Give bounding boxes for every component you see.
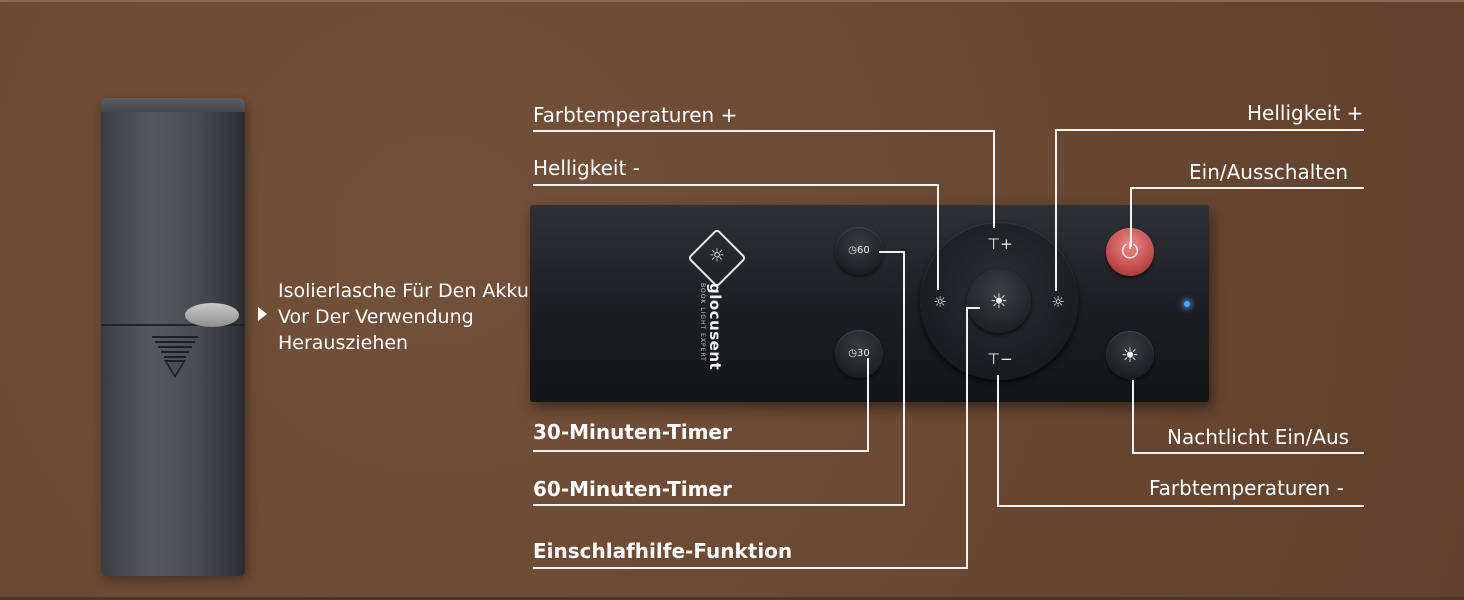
leader-sleep-aid-v <box>966 307 968 569</box>
leader-sleep-aid <box>533 567 968 569</box>
leader-color-temp-plus <box>533 130 995 132</box>
leader-color-temp-minus <box>997 505 1364 507</box>
leader-brightness-plus <box>1055 129 1364 131</box>
brightness-minus-button[interactable]: ☼ <box>933 293 947 311</box>
leader-brightness-minus <box>533 184 939 186</box>
open-arrow-icon <box>164 360 186 378</box>
leader-color-temp-minus-v <box>997 375 999 507</box>
label-color-temp-plus: Farbtemperaturen + <box>533 103 738 127</box>
clock-icon: ◷ <box>848 245 857 256</box>
label-timer30: 30-Minuten-Timer <box>533 420 732 444</box>
top-border <box>0 0 1464 2</box>
timer-60-button[interactable]: ◷60 <box>835 227 883 275</box>
leader-timer30 <box>533 450 869 452</box>
remote-top-cap <box>101 98 245 112</box>
brand-name: glocusent <box>706 283 724 371</box>
label-sleep-aid: Einschlafhilfe-Funktion <box>533 539 793 563</box>
leader-timer30-v <box>867 358 869 452</box>
battery-note: Isolierlasche Für Den Akku Vor Der Verwe… <box>278 278 529 356</box>
leader-brightness-minus-v <box>937 184 939 290</box>
label-brightness-plus: Helligkeit + <box>1247 101 1364 125</box>
pointer-triangle-icon <box>258 307 267 321</box>
leader-power-v <box>1130 187 1132 247</box>
power-icon: ⏻ <box>1121 239 1139 264</box>
leader-timer60-v <box>903 251 905 506</box>
label-color-temp-minus: Farbtemperaturen - <box>1149 476 1344 500</box>
leader-sleep-aid-h <box>966 307 980 309</box>
leader-power <box>1130 187 1364 189</box>
leader-brightness-plus-v <box>1055 129 1057 291</box>
battery-note-line1: Isolierlasche Für Den Akku <box>278 280 529 302</box>
night-light-icon: ☀ <box>1121 343 1139 367</box>
timer-60-label: 60 <box>857 245 870 256</box>
label-brightness-minus: Helligkeit - <box>533 156 640 180</box>
color-temp-minus-button[interactable]: ⊤− <box>987 350 1013 368</box>
clock-icon: ◷ <box>848 348 857 359</box>
sun-icon: ☼ <box>708 245 726 267</box>
remote-side-view <box>101 98 245 576</box>
color-temp-plus-button[interactable]: ⊤+ <box>987 235 1013 253</box>
timer-30-label: 30 <box>857 348 870 359</box>
leader-night-light <box>1132 452 1364 454</box>
battery-cover-grip <box>151 336 199 361</box>
timer-30-button[interactable]: ◷30 <box>835 330 883 378</box>
leader-color-temp-plus-v <box>993 130 995 228</box>
remote-front-view: ☼ glocusent BOOK LIGHT EXPERT ◷60 ◷30 ⊤+… <box>530 205 1209 402</box>
leader-night-light-v <box>1132 380 1134 454</box>
bottom-border <box>0 597 1464 600</box>
night-light-button[interactable]: ☀ <box>1106 331 1154 379</box>
insulation-tab <box>185 303 239 327</box>
leader-timer60-h <box>879 251 905 253</box>
brightness-plus-button[interactable]: ☼ <box>1051 293 1065 311</box>
sleep-aid-button[interactable]: ☀ <box>967 269 1031 333</box>
status-led <box>1184 301 1190 307</box>
brand-tagline: BOOK LIGHT EXPERT <box>699 283 706 362</box>
brand-text: glocusent BOOK LIGHT EXPERT <box>699 283 730 383</box>
label-power: Ein/Ausschalten <box>1189 160 1349 184</box>
control-ring: ⊤+ ⊤− ☼ ☼ ☀ <box>920 222 1078 380</box>
battery-cover-seam <box>101 324 245 326</box>
label-timer60: 60-Minuten-Timer <box>533 477 732 501</box>
sleep-aid-icon: ☀ <box>990 289 1008 313</box>
label-night-light: Nachtlicht Ein/Aus <box>1167 425 1350 449</box>
battery-note-line2: Vor Der Verwendung <box>278 306 474 328</box>
brand-logo: ☼ <box>687 228 747 288</box>
battery-note-line3: Herausziehen <box>278 332 409 354</box>
leader-timer60 <box>533 504 905 506</box>
